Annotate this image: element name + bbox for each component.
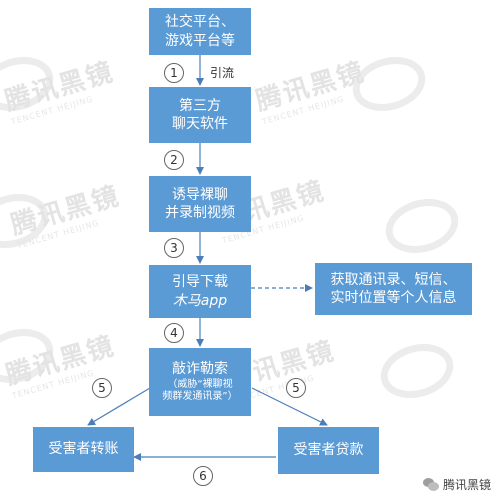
node-victim-transfer: 受害者转账 (33, 427, 134, 472)
node-third-party-chat: 第三方 聊天软件 (149, 87, 251, 143)
footer-text: 腾讯黑镜 (442, 478, 491, 492)
node-download-trojan: 引导下载 木马app (149, 265, 251, 318)
node-social-platforms: 社交平台、 游戏平台等 (149, 8, 251, 55)
step-number: 5 (92, 378, 112, 398)
step-number: 5 (286, 378, 306, 398)
node-victim-loan: 受害者贷款 (278, 427, 379, 474)
step-number: 4 (164, 323, 184, 343)
step-number: 1 (164, 63, 184, 83)
arrow-extort-transfer (87, 387, 151, 426)
footer-source: 腾讯黑镜 (422, 476, 491, 493)
edge-label-traffic: 引流 (210, 66, 235, 80)
arrow-extort-loan (251, 387, 328, 426)
wechat-icon (422, 477, 439, 492)
step-number: 2 (164, 150, 184, 170)
node-personal-info: 获取通讯录、短信、 实时位置等个人信息 (315, 263, 472, 315)
node-extortion: 敲诈勒索 （威胁“裸聊视 频群发通讯录”） (149, 348, 251, 416)
step-number: 6 (193, 466, 213, 486)
node-lure-video-chat: 诱导裸聊 并录制视频 (149, 176, 251, 232)
step-number: 3 (164, 238, 184, 258)
